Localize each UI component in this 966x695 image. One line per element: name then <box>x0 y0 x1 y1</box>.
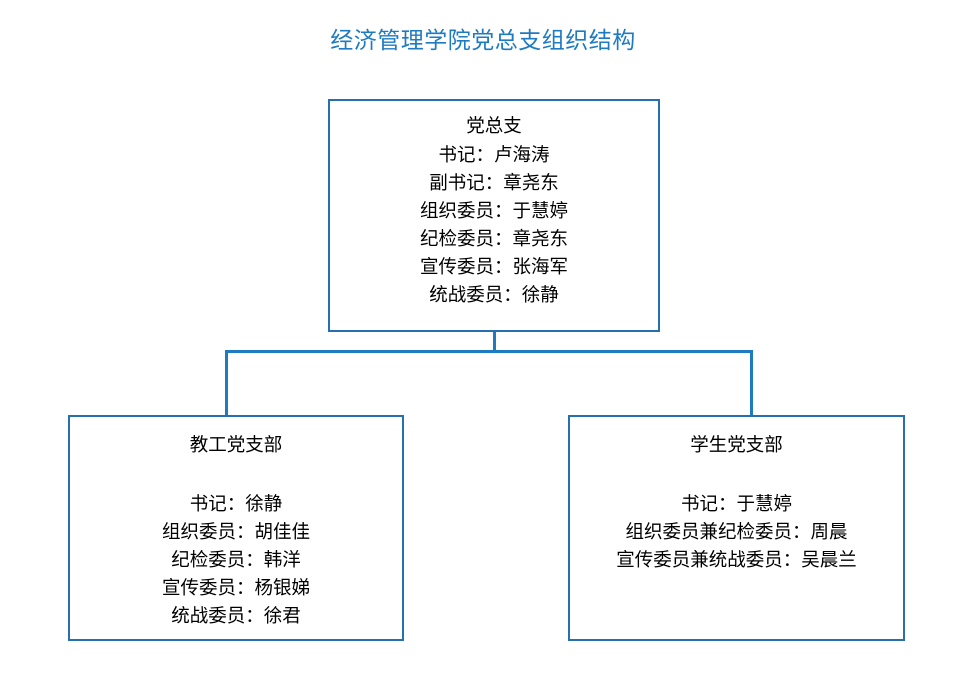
org-member-row: 纪检委员：章尧东 <box>419 230 568 250</box>
connector-right-drop <box>750 350 753 416</box>
org-node-member-list: 书记：于慧婷 组织委员兼纪检委员：周晨 宣传委员兼统战委员：吴晨兰 <box>570 491 903 575</box>
org-member-row: 组织委员：胡佳佳 <box>161 523 310 543</box>
org-member-row: 宣传委员：张海军 <box>419 258 568 278</box>
page-title: 经济管理学院党总支组织结构 <box>330 28 636 53</box>
org-node-heading: 党总支 <box>466 117 522 137</box>
org-node-member-list: 书记：徐静 组织委员：胡佳佳 纪检委员：韩洋 宣传委员：杨银娣 统战委员：徐君 <box>70 491 402 631</box>
connector-left-drop <box>225 350 228 416</box>
org-member-row: 副书记：章尧东 <box>429 174 559 194</box>
org-node-party-general-branch[interactable]: 党总支 书记：卢海涛 副书记：章尧东 组织委员：于慧婷 纪检委员：章尧东 宣传委… <box>328 99 660 332</box>
org-node-heading: 学生党支部 <box>690 436 783 456</box>
spacer <box>70 461 402 491</box>
spacer <box>570 461 903 491</box>
org-node-heading: 教工党支部 <box>189 436 283 456</box>
org-member-row: 组织委员：于慧婷 <box>419 202 568 222</box>
connector-horizontal-bus <box>225 350 753 353</box>
org-member-row: 宣传委员兼统战委员：吴晨兰 <box>616 551 857 571</box>
org-member-row: 组织委员兼纪检委员：周晨 <box>625 523 848 543</box>
org-node-student-branch[interactable]: 学生党支部 书记：于慧婷 组织委员兼纪检委员：周晨 宣传委员兼统战委员：吴晨兰 <box>568 415 905 641</box>
org-member-row: 书记：徐静 <box>189 495 283 515</box>
org-member-row: 书记：卢海涛 <box>438 146 550 166</box>
connector-root-drop <box>493 332 496 353</box>
org-node-member-list: 书记：卢海涛 副书记：章尧东 组织委员：于慧婷 纪检委员：章尧东 宣传委员：张海… <box>330 142 658 310</box>
org-node-faculty-branch[interactable]: 教工党支部 书记：徐静 组织委员：胡佳佳 纪检委员：韩洋 宣传委员：杨银娣 统战… <box>68 415 404 641</box>
org-member-row: 宣传委员：杨银娣 <box>161 579 310 599</box>
org-member-row: 书记：于慧婷 <box>680 495 792 515</box>
org-member-row: 统战委员：徐君 <box>171 607 301 627</box>
org-member-row: 统战委员：徐静 <box>429 286 559 306</box>
org-member-row: 纪检委员：韩洋 <box>171 551 301 571</box>
